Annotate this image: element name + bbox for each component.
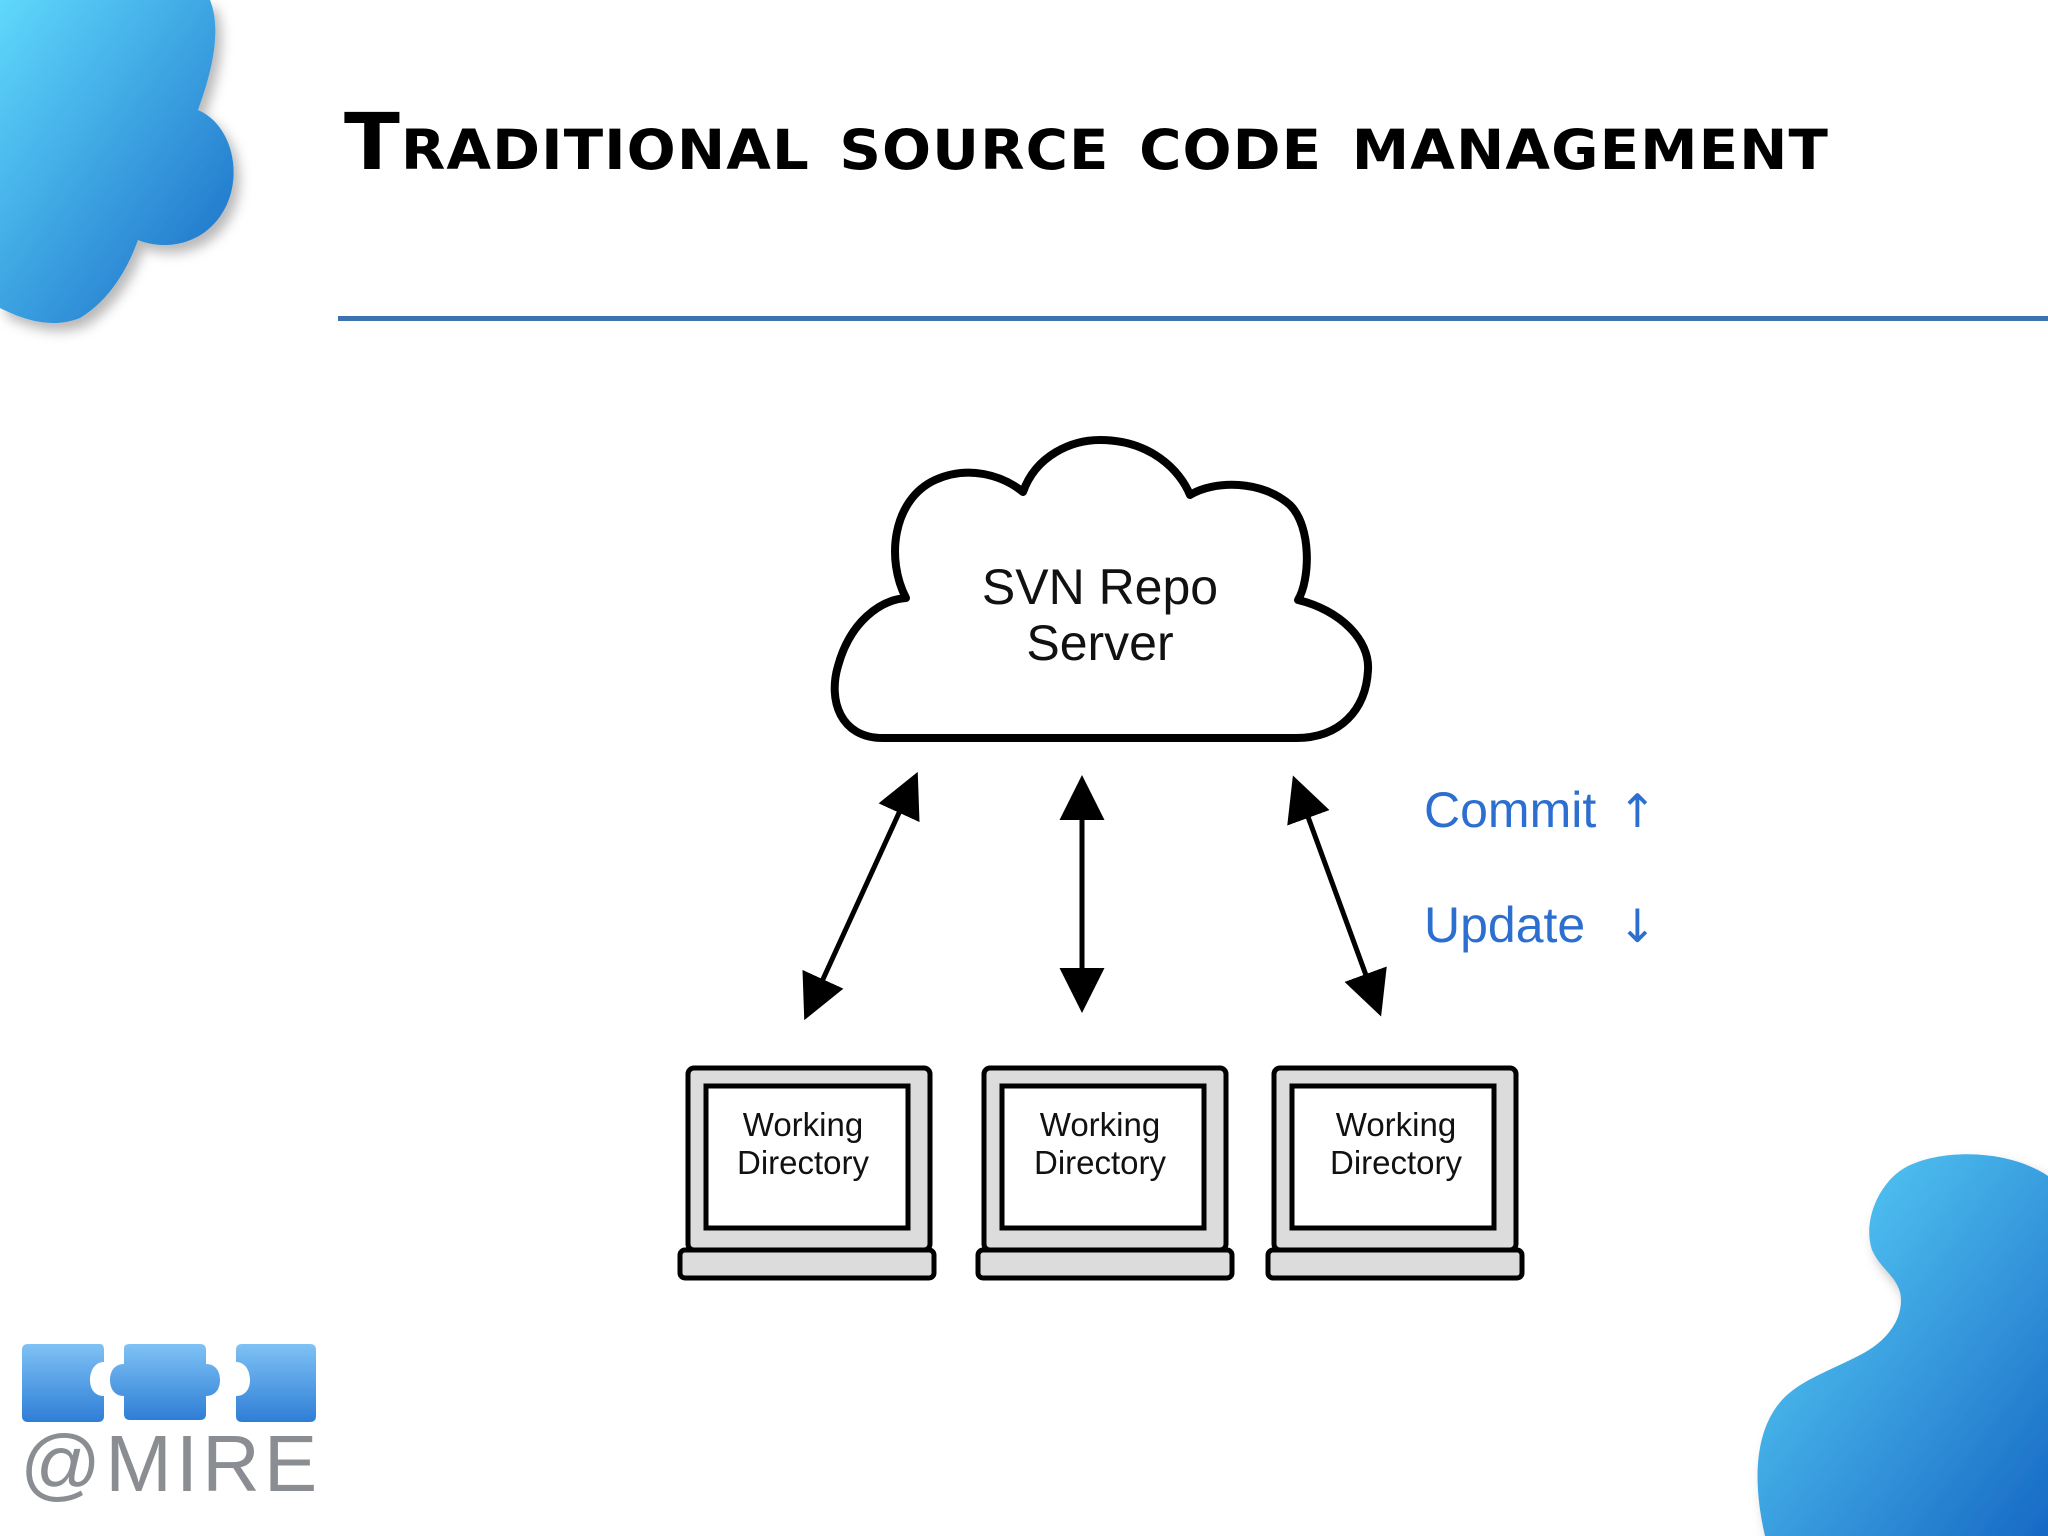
legend-commit-arrow-icon: ↑ [1618, 784, 1657, 838]
laptop-icon [975, 1065, 1235, 1281]
legend-update-arrow-icon: ↓ [1618, 899, 1657, 953]
working-directory-label-line1: Working [743, 1106, 863, 1143]
title-divider [338, 316, 2048, 321]
working-directory-label-line2: Directory [1330, 1144, 1463, 1181]
laptop-icon [677, 1065, 937, 1281]
working-directory-label-line1: Working [1040, 1106, 1160, 1143]
working-directory-2: Working Directory [975, 1065, 1235, 1281]
server-label-line2: Server [1026, 615, 1173, 671]
repo-server-cloud: SVN Repo Server [830, 436, 1373, 742]
legend-commit-label: Commit [1424, 782, 1596, 838]
legend-update-label: Update [1424, 897, 1585, 953]
sync-arrow-left [802, 771, 920, 1021]
puzzle-piece-icon [0, 0, 234, 324]
sync-arrow-right [1287, 775, 1387, 1017]
working-directory-1: Working Directory [677, 1065, 937, 1281]
working-directory-label-line1: Working [1336, 1106, 1456, 1143]
server-label-line1: SVN Repo [982, 559, 1218, 615]
working-directory-label-line2: Directory [737, 1144, 870, 1181]
cloud-icon [830, 436, 1373, 742]
laptop-icon [1265, 1065, 1525, 1281]
slide-title: Traditional source code management [344, 98, 1829, 188]
working-directory-label-line2: Directory [1034, 1144, 1167, 1181]
legend: Commit ↑ Update ↓ [1424, 782, 1657, 953]
working-directory-3: Working Directory [1265, 1065, 1525, 1281]
logo-wordmark: @MIRE [20, 1419, 322, 1508]
logo-icon [22, 1344, 316, 1422]
puzzle-piece-icon [1757, 1154, 2048, 1536]
